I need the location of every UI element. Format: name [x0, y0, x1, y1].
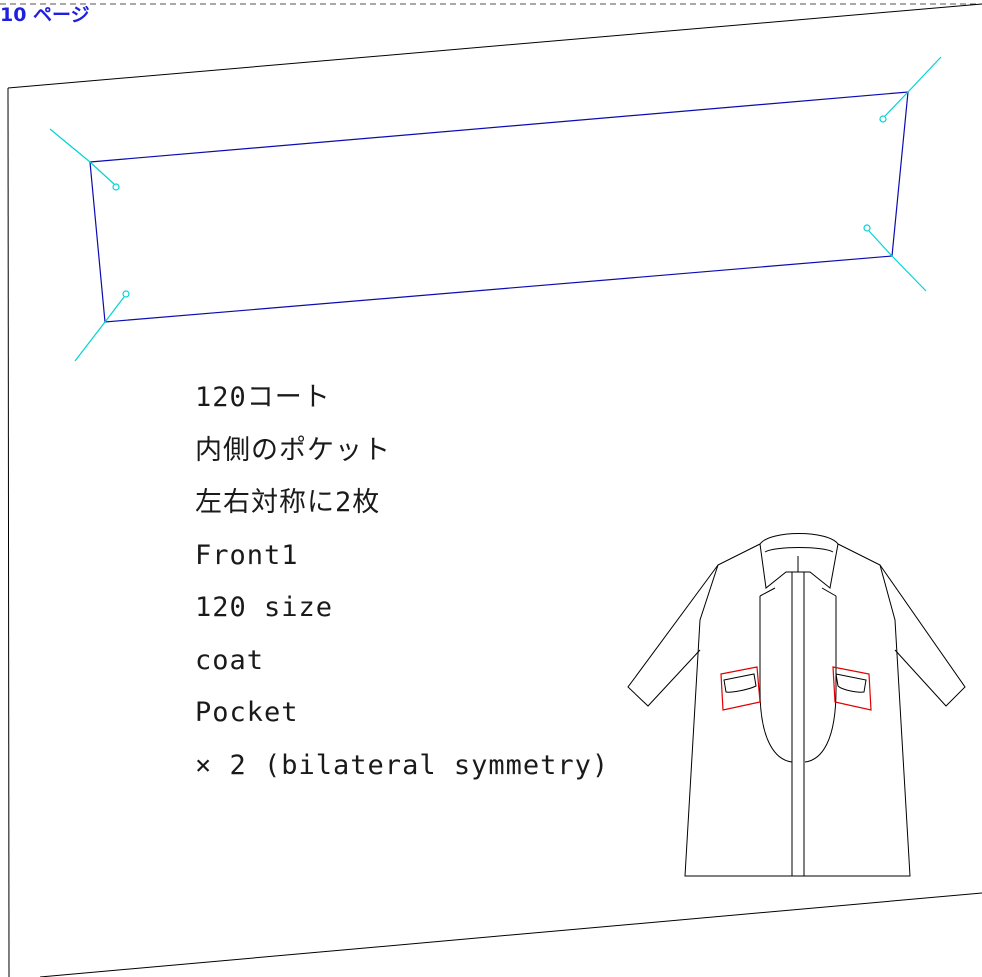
pocket-highlights [720, 666, 872, 711]
note-line-part: Pocket [195, 697, 299, 728]
note-line-title-jp: 120コート [195, 382, 331, 413]
note-line-piece-code: Front1 [195, 539, 299, 571]
right-pocket-highlight [832, 666, 872, 711]
note-line-part-jp: 内側のポケット [195, 434, 391, 466]
note-line-garment: coat [195, 644, 265, 676]
right-pocket-flap [835, 673, 867, 693]
notch-marks [49, 56, 942, 362]
note-line-size: 120 size [195, 592, 334, 623]
pattern-notes: 120コート 内側のポケット 左右対称に2枚 Front1 120 size c… [195, 378, 655, 798]
pocket-pattern-piece [89, 91, 909, 323]
coat-illustration [627, 533, 966, 877]
left-pocket-highlight [720, 666, 761, 711]
pocket-flaps [723, 673, 867, 693]
page-number-label: 10 ページ [0, 4, 90, 26]
left-pocket-flap [723, 673, 757, 693]
note-line-quantity-jp: 左右対称に2枚 [195, 487, 381, 518]
note-line-quantity: × 2 (bilateral symmetry) [195, 749, 610, 781]
sheet-outline [7, 3, 982, 977]
